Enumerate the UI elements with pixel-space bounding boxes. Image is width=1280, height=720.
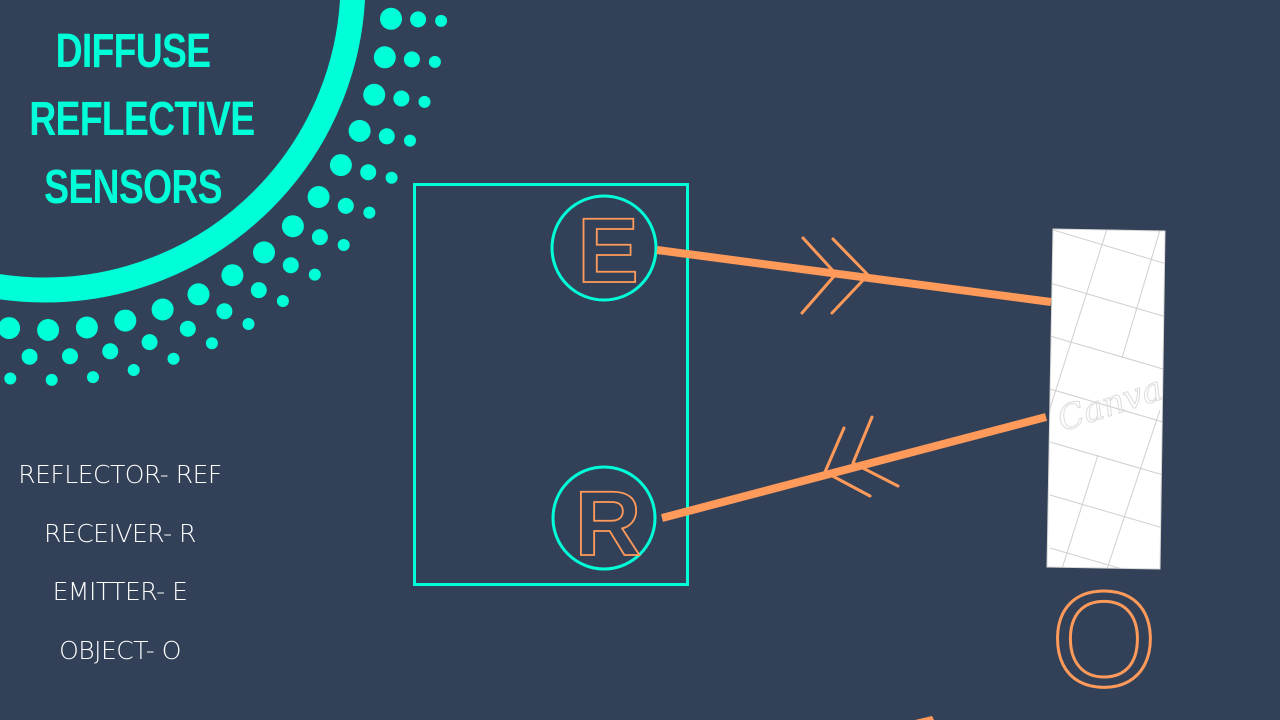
receiver: R <box>551 465 657 576</box>
page-title: DIFFUSE REFLECTIVE SENSORS <box>29 18 255 222</box>
title-line: REFLECTIVE <box>29 93 255 146</box>
object-letter: O <box>1051 563 1157 715</box>
decorative-dot <box>62 348 78 365</box>
decorative-dot <box>75 316 98 339</box>
decorative-dot <box>348 119 371 142</box>
decorative-dot <box>385 171 398 184</box>
object-panel: Canva <box>1046 228 1168 570</box>
legend-item-emitter: EMITTER- E <box>52 577 188 606</box>
decorative-dot <box>276 295 289 307</box>
legend-item-receiver: RECEIVER- R <box>44 518 196 548</box>
decorative-dot <box>337 239 350 251</box>
decorative-dot <box>393 90 410 107</box>
decorative-dot <box>373 46 396 69</box>
decorative-dot <box>242 318 255 330</box>
decorative-dot <box>428 55 441 68</box>
decorative-dot <box>250 282 267 299</box>
decorative-dot <box>404 134 416 147</box>
title-line: SENSORS <box>44 161 222 214</box>
emitter-circle <box>550 194 658 302</box>
arrow-head-icon <box>830 237 870 315</box>
decorative-dot <box>114 309 137 332</box>
decorative-dot <box>337 197 354 214</box>
arrow-head-icon <box>851 415 900 488</box>
sensor-housing <box>413 183 689 586</box>
decorative-dot <box>127 364 140 376</box>
decorative-dot <box>141 334 158 351</box>
decorative-dot <box>0 317 21 340</box>
receiver-circle <box>551 465 657 571</box>
partial-shape <box>915 716 934 720</box>
decorative-dot <box>216 303 233 320</box>
decorative-dot <box>281 215 304 238</box>
decorative-ring <box>0 0 365 303</box>
decorative-dot <box>205 337 218 350</box>
decorative-dot <box>179 320 196 337</box>
decorative-dot <box>363 83 386 106</box>
decorative-dot <box>4 372 17 385</box>
decorative-dot <box>37 319 60 341</box>
decorative-dot <box>87 371 99 384</box>
decorative-dot <box>45 373 58 386</box>
decorative-dots <box>0 7 448 386</box>
arrow-head-icon <box>823 426 872 498</box>
title-line: DIFFUSE <box>55 25 211 78</box>
decorative-dot <box>311 229 328 246</box>
legend: REFLECTOR- REF RECEIVER- R EMITTER- E OB… <box>0 452 240 686</box>
decorative-dot <box>418 95 431 108</box>
decorative-dot <box>221 264 244 287</box>
legend-item-reflector: REFLECTOR- REF <box>18 460 222 489</box>
emitted-beam <box>656 236 1052 315</box>
arrow-head-icon <box>800 236 838 315</box>
decorative-dot <box>410 11 427 28</box>
reflected-beam <box>660 413 1048 522</box>
decorative-dot <box>187 283 210 306</box>
decorative-dot <box>329 154 352 177</box>
receiver-letter: R <box>575 473 641 575</box>
decorative-dot <box>151 298 174 321</box>
decorative-dot <box>282 257 299 274</box>
legend-item-object: OBJECT- O <box>59 635 181 665</box>
decorative-dot <box>378 128 395 145</box>
decorative-dot <box>435 14 448 27</box>
decorative-dot <box>380 7 402 30</box>
emitter: E <box>550 194 658 303</box>
decorative-dot <box>360 164 377 181</box>
decorative-dot <box>102 343 119 360</box>
decorative-dot <box>363 206 376 219</box>
decorative-dot <box>308 268 321 281</box>
decorative-dot <box>21 348 38 365</box>
decorative-dot <box>307 186 330 208</box>
decorative-dot <box>403 51 420 68</box>
emitter-letter: E <box>577 200 638 302</box>
decorative-dot <box>253 241 275 264</box>
decorative-dot <box>167 352 180 365</box>
